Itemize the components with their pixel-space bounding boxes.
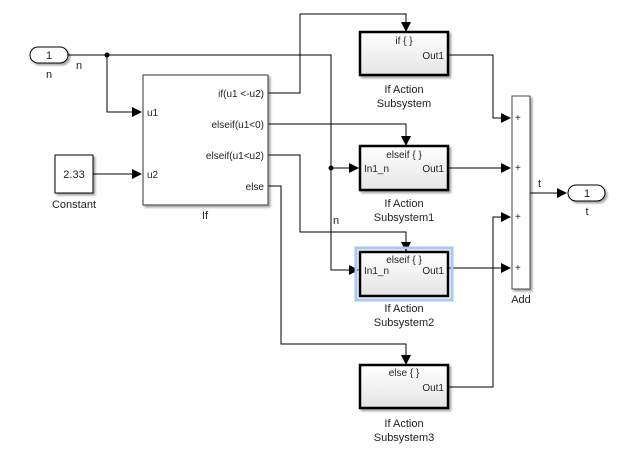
signal-label-n-branch: n (333, 215, 339, 227)
subsystem-action-label: else { } (389, 368, 420, 379)
if-output-label: elseif(u1<0) (211, 120, 264, 131)
if-output-label: else (246, 182, 265, 193)
subsystem-action-label: if { } (395, 36, 413, 47)
signal-label-t: t (538, 178, 541, 190)
add-sign: + (515, 163, 521, 174)
subsystem-name: Subsystem1 (374, 212, 435, 224)
outport-block[interactable]: 1 t (567, 184, 606, 218)
subsystem-name: If Action (384, 198, 423, 210)
branch-junction-dot (104, 52, 110, 58)
signal-lines (68, 13, 567, 388)
subsystem-action-label: elseif { } (386, 150, 422, 161)
outport-name: t (585, 206, 588, 218)
wire-if-action-1[interactable] (268, 123, 411, 146)
wire-if-action-3[interactable] (268, 185, 411, 365)
if-action-subsystem1[interactable]: elseif { } In1_n Out1 If Action Subsyste… (358, 144, 450, 224)
constant-block[interactable]: 2.33 Constant (52, 154, 96, 211)
outport-number: 1 (584, 188, 590, 200)
if-action-subsystem[interactable]: if { } Out1 If Action Subsystem (358, 30, 450, 110)
add-sign: + (515, 212, 521, 223)
if-output-label: elseif(u1<u2) (206, 151, 264, 162)
inport-number: 1 (46, 50, 52, 62)
subsystem-input-port: In1_n (364, 164, 389, 175)
inport-name: n (46, 69, 52, 81)
add-sign: + (515, 113, 521, 124)
add-block[interactable]: + + + + Add (511, 95, 531, 306)
wire-inport-n[interactable] (68, 54, 332, 168)
wire-if-action-0[interactable] (268, 13, 411, 94)
subsystem-name: If Action (384, 303, 423, 315)
subsystem-name: Subsystem2 (374, 317, 435, 329)
if-action-subsystem2[interactable]: elseif { } In1_n Out1 If Action Subsyste… (354, 246, 454, 329)
wire-n-to-subsystem2[interactable] (330, 168, 359, 275)
subsystem-output-port: Out1 (422, 266, 444, 277)
wire-sub3-to-add[interactable] (448, 212, 511, 388)
if-block[interactable]: u1 u2 if(u1 <-u2) elseif(u1<0) elseif(u1… (142, 74, 269, 222)
signal-label-n: n (76, 60, 82, 72)
add-block-name: Add (511, 294, 531, 306)
subsystem-name: If Action (384, 84, 423, 96)
if-block-name: If (202, 210, 209, 222)
add-sign: + (515, 263, 521, 274)
inport-block[interactable]: 1 n (29, 46, 69, 81)
if-input-u1: u1 (147, 108, 159, 119)
wire-if-action-2[interactable] (268, 154, 411, 252)
if-output-label: if(u1 <-u2) (218, 89, 264, 100)
constant-name: Constant (52, 199, 96, 211)
subsystem-output-port: Out1 (422, 164, 444, 175)
subsystem-name: Subsystem (377, 98, 431, 110)
selection-highlight (354, 246, 454, 302)
if-input-u2: u2 (147, 170, 159, 181)
wire-sub0-to-add[interactable] (448, 54, 511, 123)
subsystem-action-label: elseif { } (386, 255, 422, 266)
subsystem-name: Subsystem3 (374, 432, 435, 444)
wire-n-to-u1[interactable] (106, 55, 142, 117)
subsystem-output-port: Out1 (422, 383, 444, 394)
subsystem-input-port: In1_n (364, 266, 389, 277)
constant-value: 2.33 (63, 169, 84, 181)
subsystem-output-port: Out1 (422, 51, 444, 62)
subsystem-name: If Action (384, 418, 423, 430)
if-action-subsystem3[interactable]: else { } Out1 If Action Subsystem3 (358, 363, 450, 444)
branch-junction-dot (328, 165, 334, 171)
